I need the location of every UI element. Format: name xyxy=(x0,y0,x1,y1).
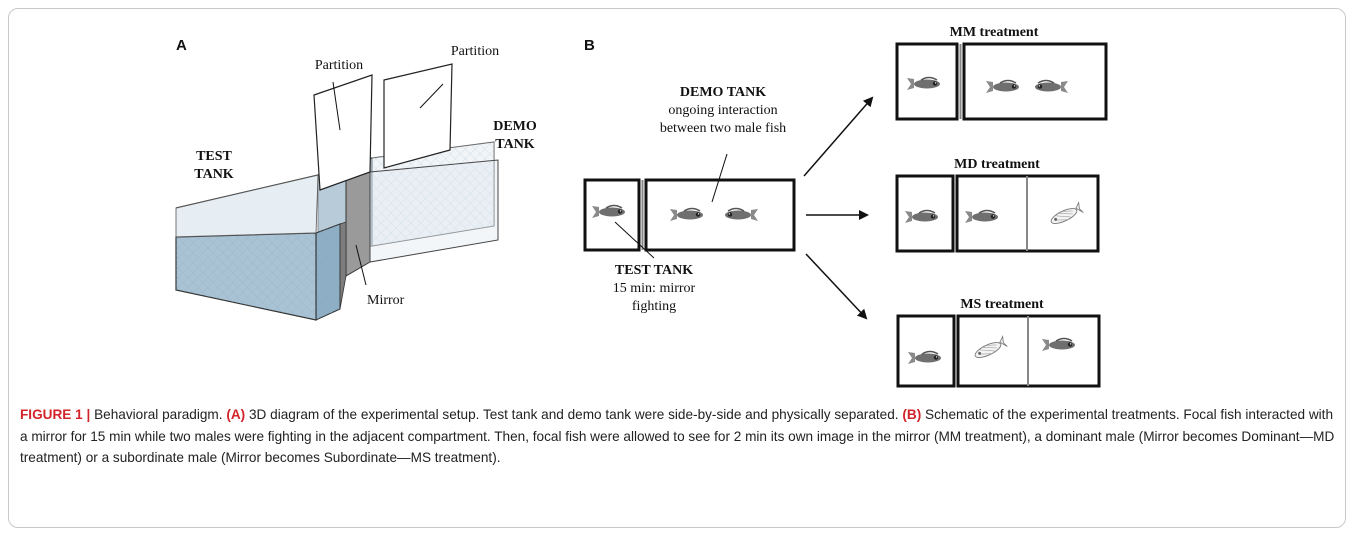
mm-treatment-label: MM treatment xyxy=(950,25,1039,40)
partition-right-label: Partition xyxy=(451,44,499,59)
demo-tank-title: DEMO TANK xyxy=(680,85,766,100)
demo-tank-leader xyxy=(711,153,728,203)
caption-title: Behavioral paradigm. xyxy=(94,407,223,422)
caption-a-label: (A) xyxy=(226,407,246,422)
caption-b-label: (B) xyxy=(902,407,922,422)
caption-separator: | xyxy=(86,407,91,422)
arrow-to-ms xyxy=(805,253,868,320)
test-tank-line2: fighting xyxy=(632,299,676,314)
demo-tank-line2: between two male fish xyxy=(660,121,786,136)
test-tank-label-line1: TEST xyxy=(196,149,232,164)
panel-b-label: B xyxy=(584,37,595,54)
caption-b-text: Schematic of the experimental treatments… xyxy=(20,407,1335,465)
md-treatment-label: MD treatment xyxy=(954,157,1040,172)
baseline-setup xyxy=(583,178,796,252)
demo-tank-label-line1: DEMO xyxy=(493,119,537,134)
test-tank-line1: 15 min: mirror xyxy=(613,281,696,296)
demo-tank-label-line2: TANK xyxy=(495,137,535,152)
caption-a-text: 3D diagram of the experimental setup. Te… xyxy=(248,407,899,422)
partition-left-label: Partition xyxy=(315,58,363,73)
demo-tank-line1: ongoing interaction xyxy=(668,103,777,118)
ms-treatment-label: MS treatment xyxy=(960,297,1044,312)
figure-caption: FIGURE 1 | Behavioral paradigm. (A) 3D d… xyxy=(20,404,1338,469)
arrow-to-mm xyxy=(803,96,874,177)
panel-a-diagram xyxy=(175,63,499,321)
test-tank-title: TEST TANK xyxy=(615,263,693,278)
md-treatment-diagram xyxy=(895,174,1100,253)
mirror-label: Mirror xyxy=(367,293,405,308)
ms-treatment-diagram xyxy=(896,314,1101,388)
test-tank-label-line2: TANK xyxy=(194,167,234,182)
figure-illustration: A Partition Partition TEST TANK DEMO TAN xyxy=(175,25,1108,388)
panel-a-label: A xyxy=(176,37,187,54)
mm-treatment-diagram xyxy=(895,42,1108,121)
figure-number: FIGURE 1 xyxy=(20,407,83,422)
test-tank-leader xyxy=(614,221,655,259)
